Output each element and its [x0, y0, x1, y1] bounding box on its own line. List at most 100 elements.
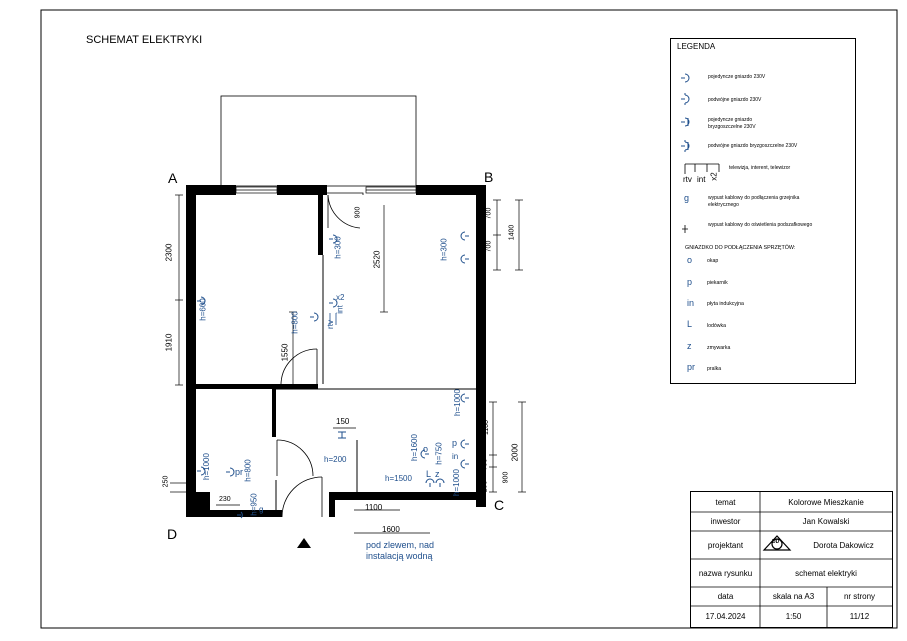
dim-230: 230: [219, 496, 231, 503]
dim-250: 250: [162, 475, 170, 488]
dim-1550: 1550: [280, 343, 290, 362]
entrance-arrow: [297, 538, 311, 548]
corner-b: B: [484, 169, 494, 185]
dim-window-900: 900: [354, 206, 362, 219]
dim-c-700: 700: [481, 458, 489, 471]
dim-b-700-1: 700: [485, 207, 493, 220]
label-h800-lower: h=800: [243, 459, 253, 482]
label-g: g: [259, 505, 264, 514]
outlet-symbols: [197, 231, 469, 519]
corner-c: C: [494, 497, 505, 513]
tb-nazwa-value: schemat elektryki: [795, 569, 857, 578]
tb-temat-value: Kolorowe Mieszkanie: [788, 498, 864, 507]
tb-skala-label: skala na A3: [772, 592, 815, 601]
tb-strona-label: nr strony: [843, 592, 876, 601]
legend-item-5: telewizja, interent, telewizor: [729, 165, 791, 171]
legend-subtitle: GNIAZDKO DO PODŁĄCZENIA SPRZĘTÓW:: [685, 245, 796, 251]
legend-panel: LEGENDA pojedyncze gniazdo 230V podwójne…: [670, 38, 856, 384]
label-x2: x2: [336, 293, 345, 302]
dim-c-900: 900: [502, 471, 510, 484]
legend-app-letter-p: p: [687, 277, 693, 287]
legend-item-3b: bryzgoszczelne 230V: [708, 124, 756, 130]
legend-app-text-pralka: pralka: [707, 366, 722, 372]
dim-b-1400: 1400: [508, 224, 516, 241]
dim-c-1100: 1100: [483, 419, 491, 436]
label-h300-right: h=300: [439, 238, 449, 261]
dimension-lines: [170, 194, 526, 534]
label-h950: h=950: [249, 493, 259, 516]
outer-walls: [186, 185, 486, 517]
label-h1500: h=1500: [385, 474, 412, 483]
label-h300-left: h=300: [333, 236, 343, 259]
legend-item-1: pojedyncze gniazdo 230V: [708, 74, 766, 80]
label-h800-upper: h=800: [290, 311, 300, 334]
tb-inwestor-value: Jan Kowalski: [802, 517, 850, 526]
label-h1600: h=1600: [409, 434, 419, 461]
tb-nazwa-label: nazwa rysunku: [698, 569, 753, 578]
label-L: L: [426, 469, 432, 479]
tb-projektant-label: projektant: [707, 541, 744, 550]
dim-left-lower: 1910: [164, 333, 174, 352]
label-h1000-upper: h=1000: [452, 389, 462, 416]
legend-item-6a: wypust kablowy do podłączenia grzejnika: [708, 195, 800, 201]
legend-app-letter-in: in: [687, 298, 695, 308]
legend-x2: x2: [709, 172, 719, 181]
legend-app-text-lodowka: lodówka: [707, 323, 727, 329]
tb-skala-value: 1:50: [785, 612, 802, 621]
note-pod-zlewem-1: pod zlewem, nad: [366, 540, 435, 550]
legend-app-text-zmywarka: zmywarka: [707, 345, 731, 351]
corner-a: A: [168, 170, 178, 186]
legend-app-letter-o: o: [687, 255, 693, 265]
legend-int: int: [697, 175, 706, 184]
note-pod-zlewem-2: instalacją wodną: [366, 551, 433, 561]
tb-inwestor-label: inwestor: [710, 517, 741, 526]
label-h1000-bath: h=1000: [201, 453, 211, 480]
legend-title: LEGENDA: [677, 42, 716, 51]
legend-app-letter-pr: pr: [687, 362, 696, 372]
legend-item-2: podwójne gniazdo 230V: [708, 97, 762, 103]
legend-item-6b: elektrycznego: [708, 202, 739, 208]
legend-app-letter-z: z: [687, 341, 692, 351]
partition-walls: [275, 255, 476, 510]
dim-1100: 1100: [365, 503, 383, 512]
legend-app-text-okap: okap: [707, 258, 719, 264]
tb-projektant-value: Dorota Dakowicz: [813, 541, 874, 550]
corner-d: D: [167, 526, 178, 542]
h-symbol-bars: [329, 313, 337, 325]
dim-150: 150: [336, 417, 350, 426]
tb-logo: DD: [772, 539, 780, 545]
title-block: temat Kolorowe Mieszkanie inwestor Jan K…: [690, 491, 893, 628]
doors: [276, 192, 364, 518]
dim-left-upper: 2300: [164, 243, 174, 262]
tb-data-label: data: [717, 592, 734, 601]
dim-2520: 2520: [372, 250, 382, 269]
dim-c-200: 200: [481, 480, 489, 493]
label-in: in: [452, 452, 459, 461]
legend-app-text-plyta: płyta indukcyjna: [707, 301, 744, 307]
legend-item-7: wypust kablowy do oświetlenia podszafkow…: [708, 222, 813, 228]
legend-g-symbol: g: [684, 193, 690, 203]
label-p: p: [452, 438, 458, 448]
legend-rtv: rtv: [683, 175, 692, 184]
windows: [235, 186, 417, 194]
dim-b-700-2: 700: [485, 240, 493, 253]
label-h750: h=750: [434, 442, 444, 465]
balcony: [220, 95, 417, 187]
dim-c-2000: 2000: [510, 443, 520, 462]
legend-app-letter-L: L: [687, 319, 693, 329]
label-h200: h=200: [324, 455, 347, 464]
tb-strona-value: 11/12: [849, 612, 870, 621]
label-h600: h=600: [198, 298, 208, 321]
tb-data-value: 17.04.2024: [705, 612, 746, 621]
dim-1600: 1600: [382, 525, 400, 534]
tb-temat-label: temat: [715, 498, 736, 507]
label-o: o: [423, 444, 429, 454]
title-block-grid: [691, 492, 892, 627]
label-int: int: [335, 305, 345, 314]
label-z: z: [435, 469, 440, 479]
drawing-title: SCHEMAT ELEKTRYKI: [86, 34, 203, 46]
label-pr: pr: [235, 467, 244, 477]
sheet-border: [40, 9, 898, 629]
label-h1000-lower: h=1000: [451, 469, 461, 496]
